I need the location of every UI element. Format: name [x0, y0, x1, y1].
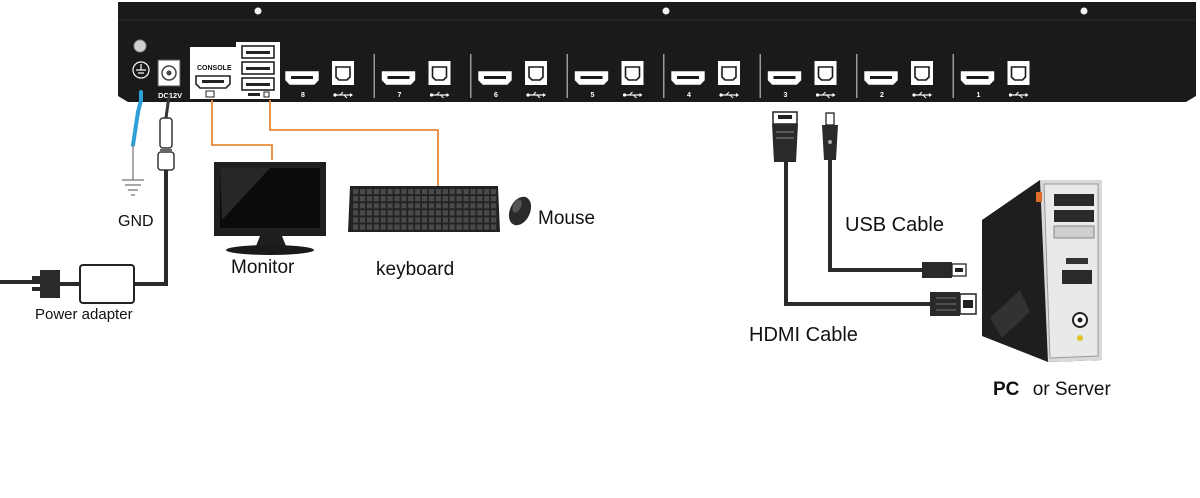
port-number-label: 2 [880, 92, 884, 99]
hdmi-port [381, 71, 416, 85]
hdmi-port [478, 71, 512, 85]
mount-screw [1080, 7, 1088, 15]
console-wires [211, 100, 439, 186]
hdmi-port [574, 71, 609, 85]
pc-tower-icon [982, 180, 1102, 362]
hdmi-cable [772, 111, 977, 316]
port-number-label: 8 [301, 92, 305, 99]
mouse-label: Mouse [538, 208, 595, 229]
port-number-label: 3 [784, 92, 788, 99]
usb-b-port [814, 61, 837, 85]
usb-icon [429, 91, 450, 99]
mouse-icon [508, 196, 532, 226]
usb-b-port [621, 61, 644, 85]
host-port-group-3: 3 [759, 54, 837, 99]
kvm-switch: DC12V CONSOLE 8 7 6 5 4 3 2 1 [118, 2, 1196, 102]
hdmi-port [864, 71, 898, 85]
pc-bold-label: PC [993, 379, 1020, 400]
usb-icon [912, 91, 932, 99]
host-port-group-2: 2 [856, 54, 933, 99]
power-adapter [0, 264, 135, 304]
usb-cable-label: USB Cable [845, 214, 944, 236]
ground-screw [133, 39, 147, 53]
keyboard-keys [353, 189, 497, 230]
usb-icon [333, 91, 353, 99]
usb-b-port [525, 61, 547, 85]
usb-cable [822, 112, 967, 278]
usb-icon [526, 91, 546, 99]
usb-b-port [1007, 61, 1030, 85]
usb-icon [1008, 91, 1029, 99]
usb-icon [622, 91, 643, 99]
hdmi-port [767, 71, 802, 85]
host-port-group-4: 4 [663, 54, 740, 99]
hdmi-port [960, 71, 995, 85]
mount-screw [662, 7, 670, 15]
host-port-groups: 8 7 6 5 4 3 2 1 [285, 54, 1030, 99]
dc-power-jack [157, 59, 181, 87]
usb-b-port [718, 61, 740, 85]
usb-b-port [911, 61, 933, 85]
usb-b-port [428, 61, 451, 85]
gnd-label: GND [118, 213, 154, 230]
host-port-group-5: 5 [566, 54, 644, 99]
power-adapter-label: Power adapter [35, 306, 133, 323]
port-number-label: 1 [977, 92, 981, 99]
dc-label: DC12V [158, 91, 182, 100]
usb-icon [815, 91, 836, 99]
monitor-label: Monitor [231, 257, 295, 278]
host-port-group-1: 1 [952, 54, 1030, 99]
usb-icon [719, 91, 739, 99]
power-cable [132, 95, 175, 286]
ground-wire [122, 90, 144, 196]
port-number-label: 5 [591, 92, 595, 99]
pc-server-label: PC or Server [993, 379, 1111, 400]
usb-b-port [332, 61, 354, 85]
port-number-label: 4 [687, 92, 691, 99]
pc-rest-label: or Server [1033, 379, 1112, 400]
keyboard-icon [348, 186, 500, 232]
hdmi-cable-label: HDMI Cable [749, 324, 858, 346]
host-port-group-8: 8 [285, 61, 354, 99]
host-port-group-7: 7 [373, 54, 451, 99]
ground-terminal-icon [132, 61, 150, 79]
host-port-group-6: 6 [470, 54, 547, 99]
console-port-group: CONSOLE [190, 42, 280, 99]
console-label: CONSOLE [197, 65, 232, 72]
monitor-icon [214, 162, 326, 255]
ground-symbol-icon [122, 179, 144, 196]
keyboard-label: keyboard [376, 259, 454, 280]
port-number-label: 6 [494, 92, 498, 99]
mount-screw [254, 7, 262, 15]
hdmi-port [671, 71, 705, 85]
port-number-label: 7 [398, 92, 402, 99]
hdmi-port [285, 71, 319, 85]
